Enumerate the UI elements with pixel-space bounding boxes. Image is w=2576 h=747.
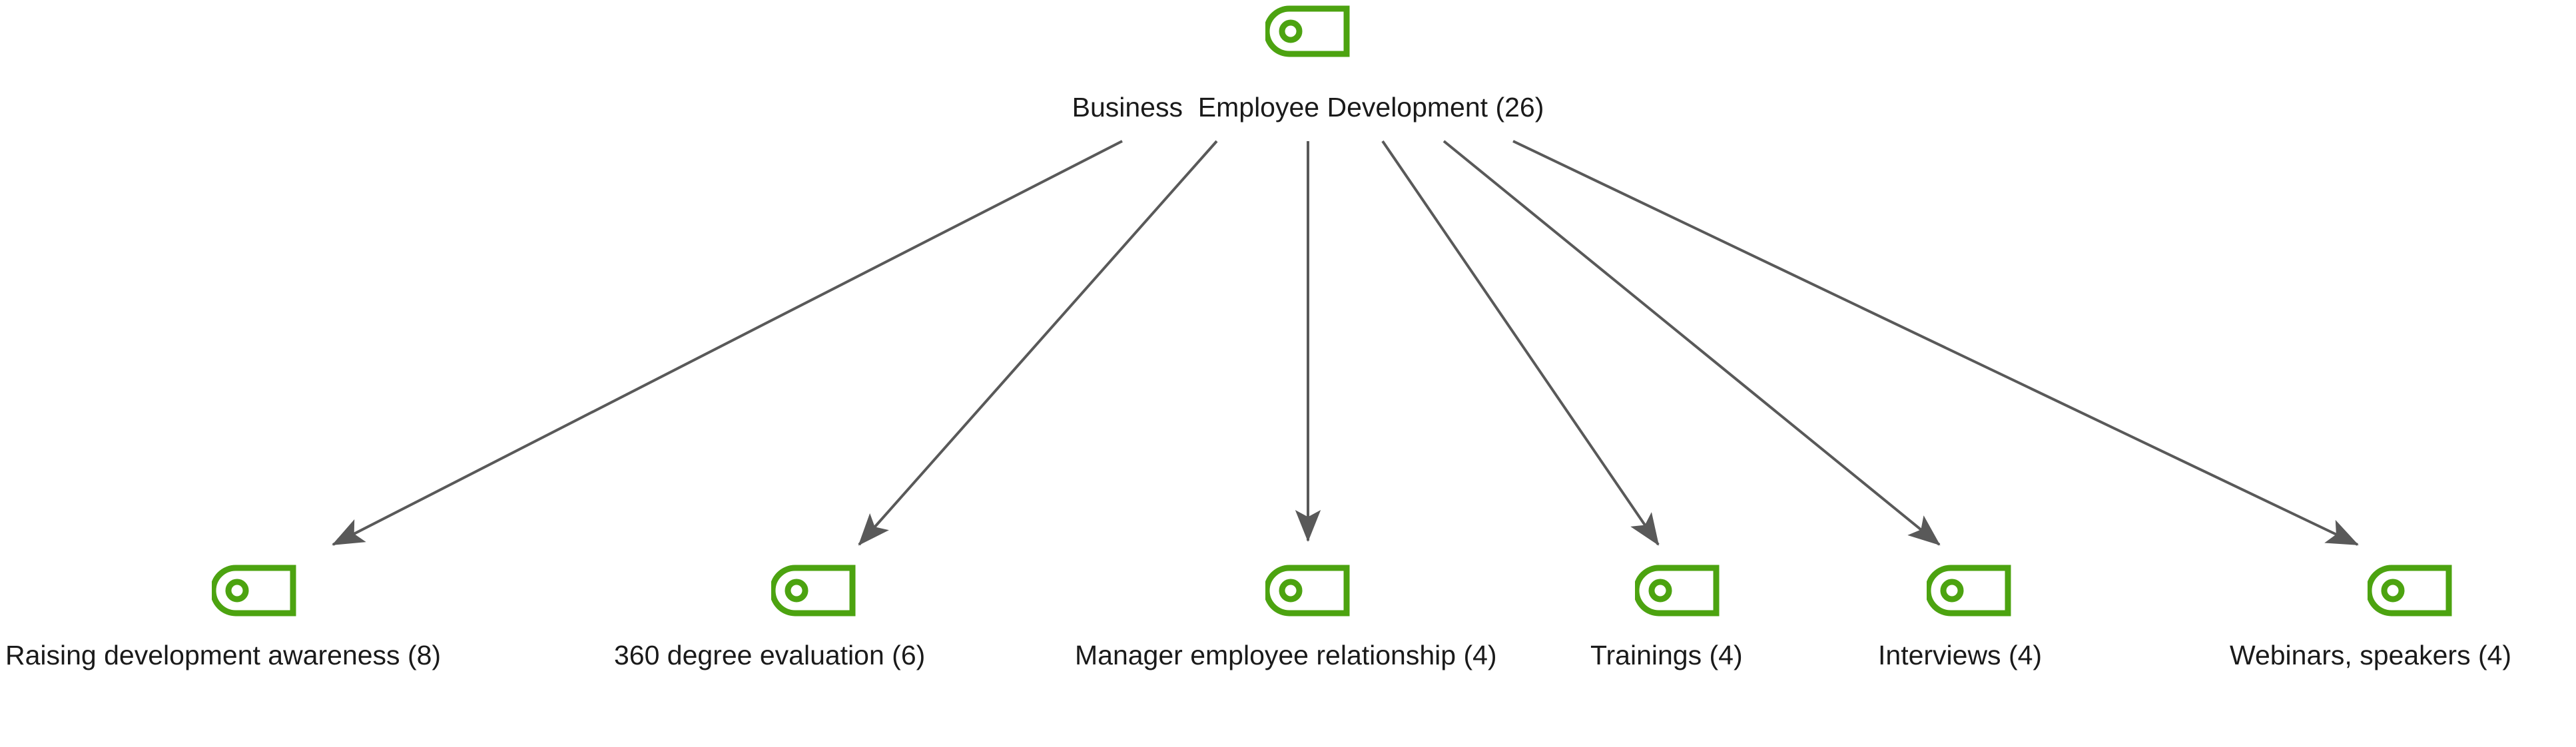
tag-icon [1265,5,1350,57]
tag-icon [1265,565,1350,617]
node-child-6[interactable] [2368,565,2453,617]
node-child-5[interactable] [1927,565,2012,617]
node-child-4-label: Trainings (4) [1590,640,1743,670]
node-root[interactable] [1265,5,1351,57]
edge-root-to-child-4 [1381,140,1660,546]
node-child-4[interactable] [1635,565,1720,617]
node-child-1-label: Raising development awareness (8) [5,640,442,670]
tag-icon [771,565,856,617]
edge-root-to-child-5 [1443,140,1941,546]
node-child-5-label: Interviews (4) [1878,640,2043,670]
node-child-6-label: Webinars, speakers (4) [2230,640,2512,670]
node-child-3-label: Manager employee relationship (4) [1075,640,1497,670]
edge-root-to-child-2 [858,140,1218,546]
tag-icon [2368,565,2452,617]
tag-icon [1927,565,2011,617]
edge-root-to-child-1 [332,140,1123,546]
edge-root-to-child-6 [1512,140,2359,546]
node-root-label: Business Employee Development (26) [1072,92,1544,123]
tag-icon [1635,565,1720,617]
tag-icon [212,565,296,617]
node-child-3[interactable] [1265,565,1351,617]
node-child-2[interactable] [771,565,856,617]
edge-group [332,140,2359,546]
node-child-1[interactable] [212,565,297,617]
node-child-2-label: 360 degree evaluation (6) [614,640,926,670]
